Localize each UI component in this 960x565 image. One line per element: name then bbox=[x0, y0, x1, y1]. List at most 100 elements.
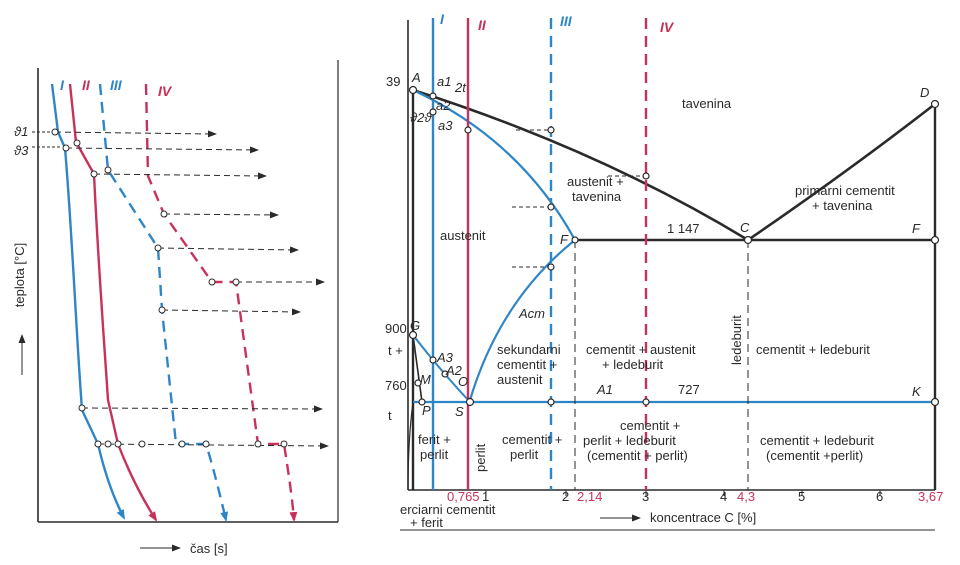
xtick-43: 4,3 bbox=[737, 489, 755, 504]
alloy-label-III: III bbox=[560, 13, 573, 29]
transition-point bbox=[154, 244, 162, 252]
solvus-line bbox=[407, 401, 414, 491]
cooling-curve-II bbox=[68, 83, 158, 522]
point-M bbox=[414, 379, 422, 387]
label-theta: ϑ2ϑ bbox=[410, 110, 432, 125]
transition-point bbox=[104, 166, 112, 174]
point-P bbox=[418, 398, 426, 406]
xtick-667: 3,67 bbox=[918, 489, 943, 504]
transition-point bbox=[254, 440, 262, 448]
gp-line bbox=[412, 334, 423, 403]
point-a3 bbox=[464, 126, 472, 134]
point-A3 bbox=[429, 356, 437, 364]
transition-point bbox=[78, 404, 86, 412]
transition-point bbox=[114, 440, 122, 448]
region-clp-2: (cementit +perlit) bbox=[766, 448, 863, 463]
right-x-label: koncentrace C [%] bbox=[650, 510, 756, 525]
transition-point bbox=[208, 278, 216, 286]
xtick-6: 6 bbox=[876, 489, 883, 504]
point-C bbox=[743, 235, 753, 245]
label-E: F bbox=[560, 232, 569, 247]
point-K bbox=[930, 397, 940, 407]
alloy-label-IV: IV bbox=[660, 19, 675, 35]
point-alloy-III-liq bbox=[547, 126, 555, 134]
cooling-curves-panel: teplota [°C] čas [s] ϑ1 ϑ3 I II III IV bbox=[12, 60, 339, 556]
region-sek-2: cementit + bbox=[497, 357, 557, 372]
region-austenit: austenit bbox=[440, 228, 486, 243]
region-austenit-tav-2: tavenina bbox=[572, 189, 622, 204]
temp-910: 900 bbox=[385, 321, 407, 336]
xtick-1: 1 bbox=[482, 489, 489, 504]
xtick-4: 4 bbox=[720, 489, 727, 504]
region-austenit-tav-1: austenit + bbox=[567, 174, 624, 189]
point-A bbox=[408, 85, 418, 95]
transition-point bbox=[202, 440, 210, 448]
transition-point bbox=[232, 278, 240, 286]
region-cal-2: + ledeburit bbox=[602, 357, 663, 372]
point-III-727 bbox=[547, 398, 555, 406]
transition-point bbox=[51, 128, 59, 136]
label-A3: A3 bbox=[436, 350, 454, 365]
label-A: A bbox=[411, 70, 421, 85]
temp-727: 727 bbox=[678, 382, 700, 397]
transition-arrow bbox=[65, 146, 259, 154]
label-S: S bbox=[455, 404, 464, 419]
label-C: C bbox=[740, 220, 750, 235]
point-E bbox=[571, 236, 579, 244]
transition-arrow bbox=[161, 308, 301, 316]
transition-point bbox=[138, 440, 146, 448]
label-a3: a3 bbox=[438, 118, 453, 133]
fe-c-phase-diagram: I II III IV bbox=[385, 11, 943, 531]
point-a1 bbox=[429, 92, 437, 100]
cooling-curve-I bbox=[50, 83, 126, 520]
region-cpl-1: cementit + bbox=[620, 418, 680, 433]
label-D: D bbox=[920, 85, 929, 100]
left-x-label: čas [s] bbox=[190, 541, 228, 556]
point-D bbox=[930, 99, 940, 109]
curve-label-II: II bbox=[82, 77, 91, 93]
curve-label-I: I bbox=[60, 77, 65, 93]
cooling-curve-III bbox=[98, 83, 229, 522]
label-O: O bbox=[458, 374, 468, 389]
transition-arrow bbox=[81, 405, 323, 413]
transition-arrow bbox=[157, 246, 299, 254]
label-G: G bbox=[410, 318, 420, 333]
xtick-214: 2,14 bbox=[577, 489, 602, 504]
region-sek-3: austenit bbox=[497, 372, 543, 387]
label-a2: a2 bbox=[436, 98, 451, 113]
label-2t: 2t bbox=[454, 80, 467, 95]
left-t: t bbox=[388, 408, 392, 423]
region-tavenina: tavenina bbox=[682, 96, 732, 111]
region-cal-1: cementit + austenit bbox=[586, 342, 696, 357]
region-perlit: perlit bbox=[473, 443, 488, 472]
point-G bbox=[408, 330, 418, 340]
alloy-label-I: I bbox=[440, 11, 445, 27]
left-t-plus: t + bbox=[388, 343, 403, 358]
label-A1: A1 bbox=[596, 382, 613, 397]
theta3-label: ϑ3 bbox=[14, 143, 29, 158]
point-IV-727 bbox=[642, 398, 650, 406]
region-cp-2: perlit bbox=[510, 447, 539, 462]
left-y-label: teplota [°C] bbox=[12, 243, 27, 307]
xtick-0765: 0,765 bbox=[447, 489, 480, 504]
label-K: K bbox=[912, 384, 922, 399]
theta1-label: ϑ1 bbox=[14, 124, 28, 139]
label-F: F bbox=[912, 221, 921, 236]
transition-arrow bbox=[54, 130, 217, 138]
point-S bbox=[465, 397, 475, 407]
region-cpl-3: (cementit + perlit) bbox=[587, 448, 688, 463]
region-ferit-1: ferit + bbox=[418, 432, 451, 447]
region-cl: cementit + ledeburit bbox=[756, 342, 870, 357]
point-a2 bbox=[429, 108, 437, 116]
transition-point bbox=[62, 144, 70, 152]
label-P: P bbox=[422, 403, 431, 418]
curve-label-IV: IV bbox=[158, 83, 173, 99]
xtick-5: 5 bbox=[798, 489, 805, 504]
transition-point bbox=[160, 210, 168, 218]
xtick-3: 3 bbox=[642, 489, 649, 504]
xtick-2: 2 bbox=[562, 489, 569, 504]
transition-point bbox=[104, 440, 112, 448]
label-a1: a1 bbox=[437, 74, 451, 89]
transition-arrow bbox=[97, 442, 329, 450]
transition-point bbox=[94, 440, 102, 448]
